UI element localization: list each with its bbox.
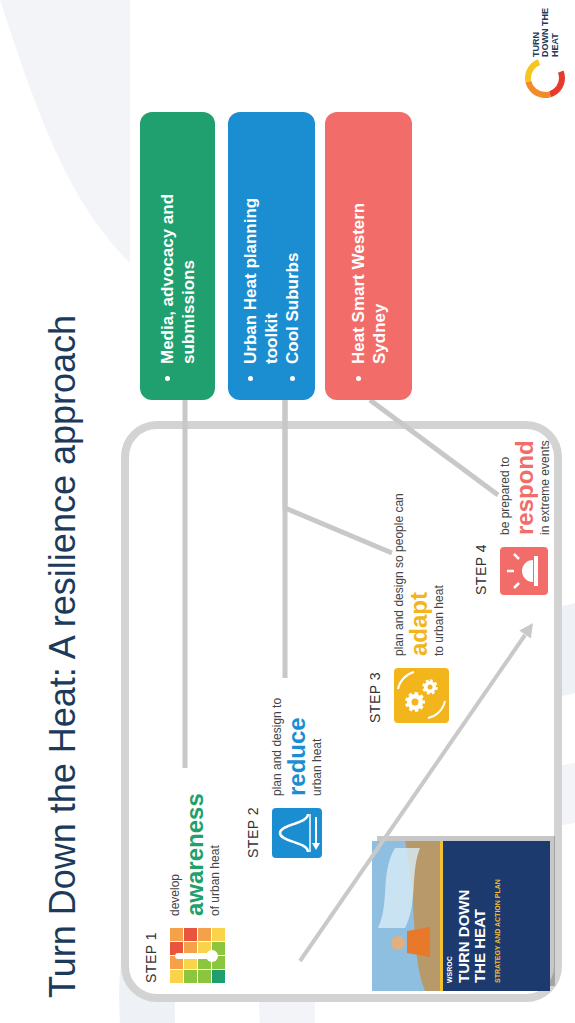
respond-icon [522,560,533,582]
step-label: STEP 2 [245,807,261,858]
bullet-text: Urban Heat planning toolkit [240,152,282,364]
step-label: STEP 1 [143,932,159,983]
bullet-text: Cool Suburbs [282,152,303,364]
adapt-icon [428,685,433,690]
step-label: STEP 3 [367,672,383,723]
awareness-icon [206,950,218,962]
adapt-icon [394,668,449,723]
reduce-icon [312,843,320,850]
bullet-list: Urban Heat planning toolkitCool Suburbs [240,152,303,386]
bullet-text: Heat Smart Western Sydney [348,152,390,364]
bullet-list: Media, advocacy and submissions [157,152,199,386]
leader-line [183,400,188,768]
program-box: Urban Heat planning toolkitCool Suburbs [228,112,315,400]
awareness-icon [198,928,211,941]
reduce-icon [272,808,322,858]
step-text: be prepared to [498,430,512,535]
step-keyword: adapt [406,453,432,656]
cover-title: TURN DOWN THE HEAT [456,888,488,983]
cover-subtitle: STRATEGY AND ACTION PLAN [494,863,501,983]
awareness-icon [170,970,183,983]
progress-arrow [519,623,533,639]
reduce-icon [309,814,311,852]
awareness-icon [170,928,183,941]
step-node: STEP 1developawarenessof urban heat [168,768,226,983]
report-cover [372,841,550,991]
step-node: STEP 2plan and design toreduceurban heat [270,678,326,858]
adapt-icon [398,672,414,689]
diagram-title: Turn Down the Heat: A resilience approac… [42,315,84,998]
awareness-icon [170,928,225,983]
reduce-icon [272,808,322,858]
adapt-icon [424,681,436,693]
step-text: plan and design to [270,678,284,796]
step-keyword: reduce [284,678,310,796]
step-text: of urban heat [208,768,222,916]
logo-ring [528,61,562,95]
bullet-text: Media, advocacy and submissions [157,152,199,364]
report-cover [378,848,420,928]
awareness-icon [198,970,211,983]
awareness-icon [212,970,225,983]
report-cover [391,936,405,950]
adapt-icon [394,668,449,723]
step-text: to urban heat [432,453,446,656]
program-box: Heat Smart Western Sydney [325,112,412,400]
step-text: in extreme events [538,430,552,535]
adapt-icon [412,699,419,706]
leader-line [285,400,392,553]
reduce-icon [280,814,308,852]
adapt-icon [407,694,423,710]
report-cover [372,836,555,991]
logo-ring [528,61,562,95]
awareness-icon [175,953,209,959]
program-box: Media, advocacy and submissions [140,112,215,400]
respond-icon [514,554,519,559]
adapt-icon [428,701,445,718]
logo-text: TURN DOWN THE HEAT [532,2,560,57]
step-label: STEP 4 [473,544,489,595]
report-cover [372,841,440,991]
steps-frame [125,425,558,998]
reduce-icon [315,817,317,843]
step-text: plan and design so people can [392,453,406,656]
step-text: urban heat [310,678,324,796]
respond-icon [500,547,548,595]
logo-ring [528,61,562,95]
background-swoosh [0,0,130,263]
respond-icon [507,570,514,573]
step-node: STEP 3plan and design so people canadapt… [392,453,450,723]
progress-arrow [300,635,525,961]
step-keyword: respond [512,430,538,535]
report-cover [407,927,430,957]
awareness-icon [184,928,197,941]
respond-icon [500,547,548,595]
awareness-icon [212,928,225,941]
awareness-icon [184,970,197,983]
report-cover [440,841,443,991]
cover-text: WSROC [446,883,453,983]
leader-line [370,400,498,495]
respond-icon [514,583,519,588]
step-node: STEP 4be prepared torespondin extreme ev… [498,430,552,595]
step-keyword: awareness [182,768,208,916]
step-text: develop [168,768,182,916]
bullet-list: Heat Smart Western Sydney [348,152,390,386]
respond-icon [534,556,538,586]
logo-ring [528,61,562,95]
steps-frame [125,425,558,998]
